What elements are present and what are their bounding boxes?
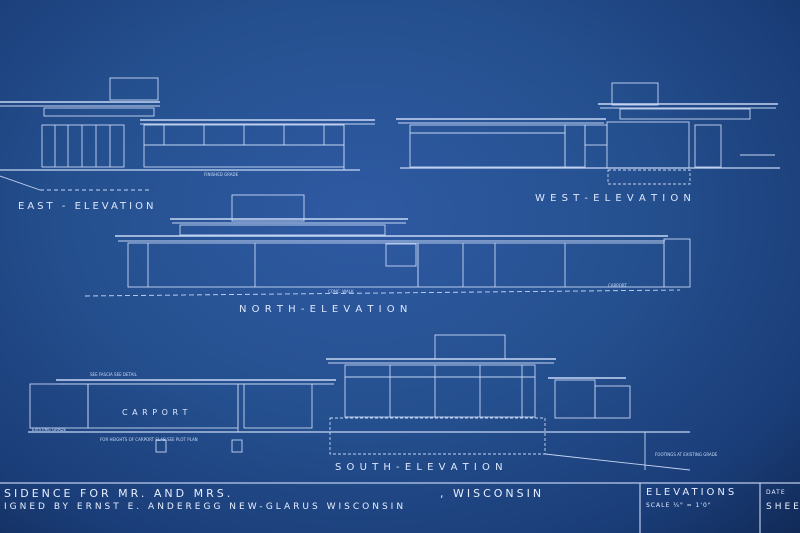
title-date: DATE (766, 489, 786, 496)
east-elevation-label: EAST - ELEVATION (18, 201, 157, 212)
title-sheet: SHEE (766, 502, 800, 512)
note-slab: FOR HEIGHTS OF CARPORT SLAB SEE PLOT PLA… (100, 437, 198, 442)
carport-label: C A R P O R T (122, 408, 189, 417)
north-elevation-label: N O R T H - E L E V A T I O N (239, 304, 409, 315)
north-elevation-drawing (84, 194, 691, 297)
title-designed: IGNED BY ERNST E. ANDEREGG NEW-GLARUS WI… (4, 502, 407, 512)
note-footings: FOOTINGS AT EXISTING GRADE (655, 452, 718, 457)
note-finished-grade: FINISHED GRADE (204, 172, 239, 177)
east-elevation-drawing (0, 77, 375, 191)
title-elevations: ELEVATIONS (646, 487, 738, 498)
note-fascia: SEE FASCIA SEE DETAIL (90, 372, 137, 377)
title-scale: SCALE ¼" = 1'0" (646, 502, 712, 509)
south-elevation-drawing (28, 334, 691, 471)
title-block-frame (0, 482, 800, 533)
south-elevation-label: S O U T H - E L E V A T I O N (335, 462, 504, 473)
note-carport: CARPORT (608, 283, 627, 288)
note-walk: CONC. WALK (328, 289, 354, 294)
note-existing-grade: EXISTING GRADE (32, 427, 67, 432)
title-residence: SIDENCE FOR MR. AND MRS. (4, 487, 234, 500)
west-elevation-label: W E S T - E L E V A T I O N (535, 193, 692, 204)
west-elevation-drawing (396, 82, 780, 185)
title-wisconsin: , WISCONSIN (440, 487, 545, 500)
